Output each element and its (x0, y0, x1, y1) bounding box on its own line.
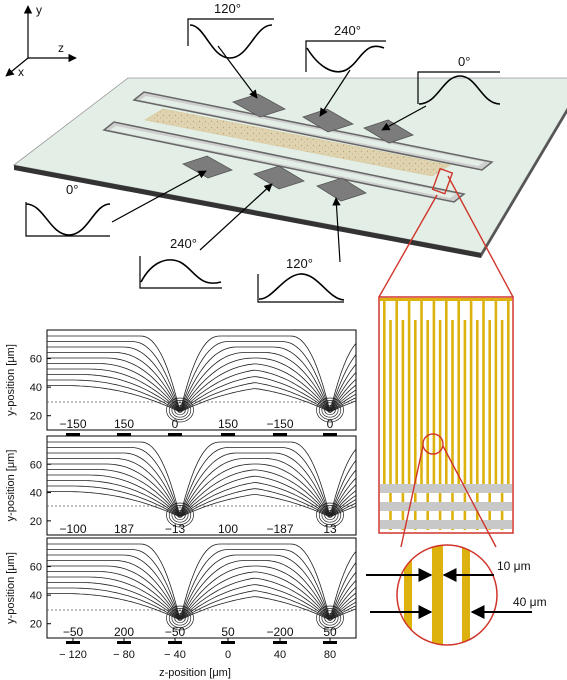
y-tick-label: 40 (30, 590, 42, 602)
x-tick-label: − 80 (113, 649, 135, 661)
gap-dimension: 10 μm (497, 559, 531, 573)
phase-box-bottom-0: 0° (25, 182, 111, 237)
electrode-potential: 13 (323, 522, 337, 536)
finger (383, 300, 386, 486)
electrode-fingers (380, 298, 512, 530)
x-tick-label: − 120 (59, 649, 87, 661)
electrode-potential: −187 (266, 522, 293, 536)
phase-box-top-0: 0° (417, 54, 501, 105)
axis-triad: y z x (5, 3, 77, 79)
x-tick-label: 0 (225, 649, 231, 661)
pad-top-240 (302, 108, 354, 133)
finger (389, 320, 392, 530)
finger (469, 300, 473, 486)
electrode-bar (66, 433, 80, 436)
x-tick-label: 40 (274, 649, 286, 661)
y-tick-label: 60 (30, 562, 42, 574)
electrode-zoom-panel (378, 296, 514, 548)
finger (420, 300, 423, 486)
electrode-potential: 187 (114, 522, 134, 536)
phase-arrows (111, 45, 427, 263)
phase-label: 240° (170, 236, 197, 251)
finger (457, 300, 460, 486)
y-tick-label: 40 (30, 488, 42, 500)
phase-box-bottom-240: 240° (139, 236, 222, 289)
electrode-potential: −13 (165, 522, 186, 536)
x-axis: − 120 − 80 − 40 0 40 80 z-position [μm] (59, 638, 336, 679)
finger (476, 320, 479, 530)
finger (401, 320, 405, 530)
electrode-bar (221, 433, 235, 436)
finger (500, 320, 504, 530)
phase-label: 0° (66, 182, 78, 197)
phase-box-top-120: 120° (187, 1, 274, 59)
y-tick-label: 20 (30, 411, 42, 423)
x-axis-label: z-position [μm] (159, 667, 231, 679)
x-tick-label: 80 (324, 649, 336, 661)
y-tick-label: 60 (30, 354, 42, 366)
electrode-potential: 0 (172, 417, 179, 431)
phase-label: 120° (214, 1, 241, 16)
dimension-detail: 10 μm 40 μm (366, 544, 547, 646)
finger (494, 300, 498, 486)
electrode-potential: 0 (327, 417, 334, 431)
y-tick-label: 40 (30, 382, 42, 394)
electrode-bar (273, 433, 287, 436)
finger (407, 300, 411, 486)
phase-label: 240° (334, 23, 361, 38)
finger (507, 300, 510, 486)
x-tick-label: − 40 (164, 649, 186, 661)
phase-label: 0° (458, 54, 470, 69)
finger (414, 320, 417, 530)
electrode-potential: −100 (59, 522, 86, 536)
finger (438, 320, 442, 530)
electrode-structure (102, 91, 494, 203)
pad-top-0 (363, 119, 414, 144)
finger (482, 300, 485, 486)
electrode-potential: 100 (218, 522, 238, 536)
electrode-potential: −200 (266, 625, 293, 639)
potential-panel: 60 40 20 y-position [μm] −100 187 −13 100 −187 13 (5, 435, 357, 541)
finger (488, 320, 491, 530)
y-axis-label: y-position [μm] (5, 552, 17, 624)
pad-bottom-120 (316, 177, 367, 202)
electrode-potential: 150 (114, 417, 134, 431)
zoom-callout (378, 167, 514, 298)
finger (432, 300, 436, 486)
electrode-potential: −50 (63, 625, 84, 639)
finger (395, 300, 398, 486)
magnify-spot (422, 433, 444, 455)
electrode-potential: −150 (59, 417, 86, 431)
y-tick-label: 20 (30, 516, 42, 528)
finger (426, 320, 429, 530)
y-tick-label: 60 (30, 459, 42, 471)
electrode-potential: 50 (323, 625, 337, 639)
phase-box-top-240: 240° (305, 23, 386, 73)
electrode-potential: 50 (221, 625, 235, 639)
electrode-potential: −150 (266, 417, 293, 431)
electrode-potential: −50 (165, 625, 186, 639)
finger (451, 320, 454, 530)
finger (445, 300, 448, 486)
phase-label: 120° (286, 256, 313, 271)
axis-y-label: y (36, 3, 42, 17)
electrode-bar (117, 433, 131, 436)
y-axis-label: y-position [μm] (5, 450, 17, 522)
electrode-potential: 200 (114, 625, 134, 639)
electrode-bar (168, 433, 182, 436)
potential-panel: 60 40 20 y-position [μm] −50 200 −50 50 −200 50 (5, 537, 357, 644)
width-dimension: 40 μm (513, 595, 547, 609)
phase-box-bottom-120: 120° (257, 256, 345, 303)
potential-panels: 60 40 20 y-position [μm] −150 150 0 150 −150 0 60 4… (5, 329, 357, 644)
finger (463, 320, 467, 530)
axis-x-label: x (18, 65, 24, 79)
axis-z-label: z (58, 41, 64, 55)
electrode-bar (323, 433, 337, 436)
electrode-potential: 150 (218, 417, 238, 431)
y-axis-label: y-position [μm] (5, 344, 17, 416)
y-tick-label: 20 (30, 619, 42, 631)
potential-panel: 60 40 20 y-position [μm] −150 150 0 150 −150 0 (5, 329, 357, 436)
